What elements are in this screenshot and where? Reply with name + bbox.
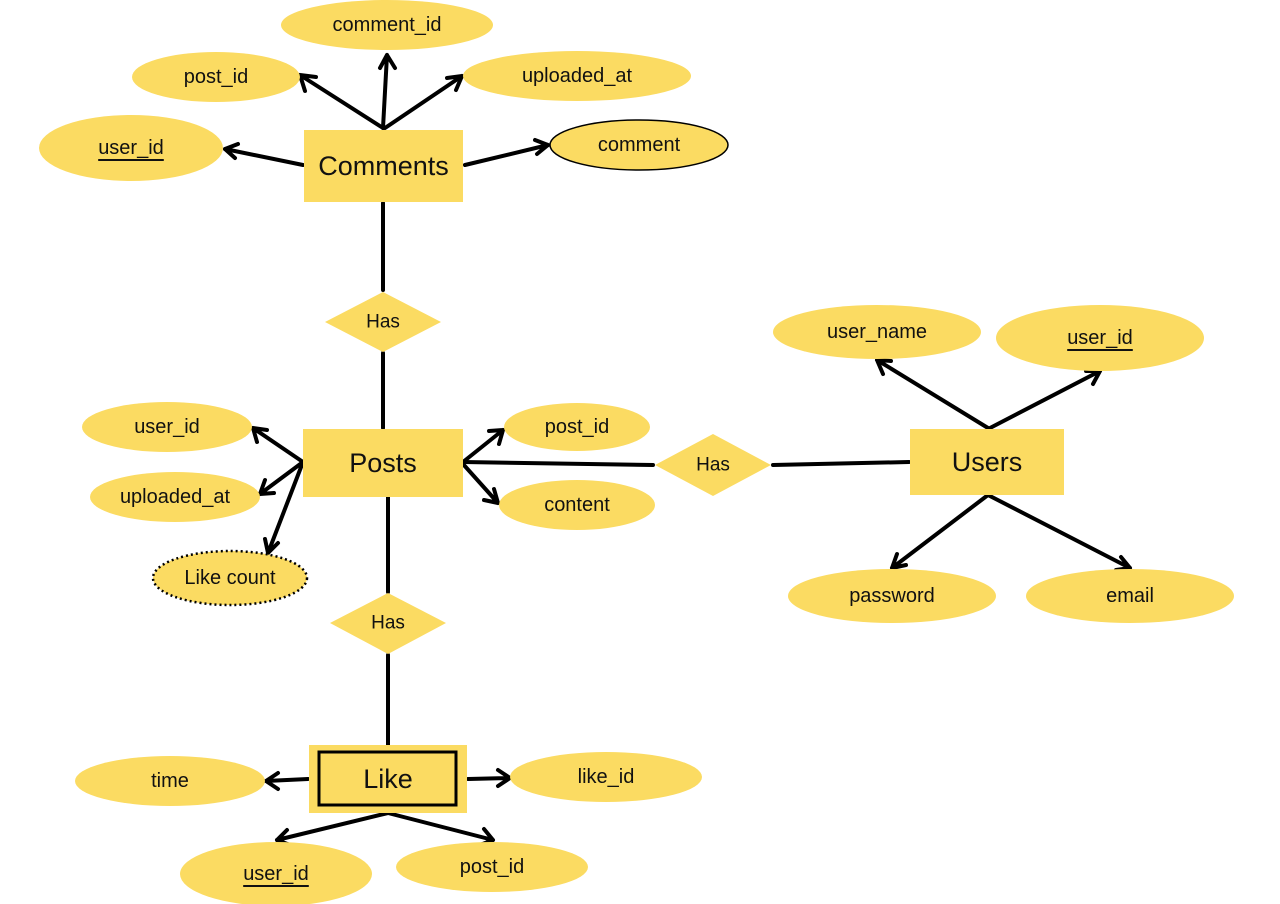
arrow-comments-uploaded-at [383,74,464,130]
relationship-comments-posts-label: Has [366,312,400,333]
attribute-like-like-id-label: like_id [578,766,635,788]
attribute-posts-content-label: content [544,494,610,516]
relationship-posts-users-diamond [655,434,771,496]
attribute-comments-comment-id: comment_id [281,0,493,50]
attribute-like-post-id-ellipse [396,842,588,892]
relationship-posts-like: Has [330,593,446,654]
attribute-posts-user-id-ellipse [82,402,252,452]
arrow-like-user-id [275,811,390,847]
attribute-comments-comment-label: comment [598,134,681,156]
arrow-comments-comment-id [378,53,397,130]
attribute-comments-comment-id-ellipse [281,0,493,50]
attribute-posts-like-count-label: Like count [184,567,276,589]
attribute-like-user-id-ellipse [180,842,372,904]
attribute-users-password: password [788,569,996,623]
entity-like-label: Like [363,764,413,794]
attribute-like-time-label: time [151,770,189,792]
attribute-comments-post-id-label: post_id [184,66,249,88]
attribute-like-user-id: user_id [180,842,372,904]
attribute-like-post-id: post_id [396,842,588,892]
relationship-posts-like-label: Has [371,613,405,634]
attribute-comments-post-id-ellipse [132,52,300,102]
attribute-users-user-name: user_name [773,305,981,359]
entity-posts-label: Posts [349,448,417,478]
arrow-posts-content [461,462,500,505]
arrow-like-time [264,771,310,791]
attribute-comments-uploaded-at-label: uploaded_at [522,65,633,87]
arrow-posts-uploaded-at [258,460,305,496]
attribute-posts-like-count-ellipse [151,549,309,607]
arrow-users-password [890,493,990,570]
arrow-users-email [986,493,1132,572]
attribute-comments-user-id: user_id [39,115,223,181]
relationship-posts-users: Has [655,434,771,496]
relationship-posts-like-diamond [330,593,446,654]
attribute-users-user-id: user_id [996,305,1204,371]
arrow-posts-post-id [461,428,505,464]
attribute-comments-comment-id-label: comment_id [333,14,442,36]
attribute-users-user-name-ellipse [773,305,981,359]
entity-users-label: Users [952,447,1023,477]
arrow-users-user-name [875,358,990,430]
attribute-comments-uploaded-at: uploaded_at [463,51,691,101]
relationship-posts-users-label: Has [696,455,730,476]
relationship-comments-posts: Has [325,292,441,352]
entity-posts: Posts [303,429,463,497]
attribute-like-time-ellipse [75,756,265,806]
entity-comments-box [304,130,463,202]
attribute-like-user-id-label: user_id [243,863,309,885]
attribute-posts-uploaded-at-ellipse [90,472,260,522]
arrow-posts-like-count [263,460,305,555]
attribute-posts-post-id-ellipse [504,403,650,451]
attribute-like-post-id-label: post_id [460,856,525,878]
entity-users: Users [910,429,1064,495]
entity-comments: Comments [304,130,463,202]
entity-comments-label: Comments [318,151,449,181]
entity-users-box [910,429,1064,495]
arrow-like-like-id [466,768,512,788]
attribute-users-user-id-ellipse [996,305,1204,371]
attribute-posts-user-id: user_id [82,402,252,452]
attribute-posts-uploaded-at: uploaded_at [90,472,260,522]
attribute-posts-like-count: Like count [151,549,309,607]
arrow-posts-user-id [251,426,305,464]
arrow-comments-user-id [223,142,305,167]
attribute-users-email: email [1026,569,1234,623]
attribute-comments-uploaded-at-ellipse [463,51,691,101]
entity-like: Like [309,745,467,813]
attribute-posts-post-id-label: post_id [545,416,610,438]
attribute-posts-content-ellipse [499,480,655,530]
line-posts-has [461,460,655,467]
attribute-comments-comment: comment [549,119,729,171]
attribute-posts-uploaded-at-label: uploaded_at [120,486,231,508]
attribute-users-email-ellipse [1026,569,1234,623]
entity-posts-box [303,429,463,497]
attribute-like-time: time [75,756,265,806]
attribute-users-email-label: email [1106,585,1154,607]
line-has-users [771,460,911,467]
attribute-users-password-label: password [849,585,935,607]
attribute-comments-comment-ellipse [549,119,729,171]
attribute-users-user-id-label: user_id [1067,327,1133,349]
connectors [223,53,1132,847]
arrow-comments-post-id [298,73,385,130]
attribute-comments-user-id-ellipse [39,115,223,181]
attribute-users-user-name-label: user_name [827,321,927,343]
attribute-like-like-id: like_id [510,752,702,802]
attribute-posts-content: content [499,480,655,530]
arrow-users-user-id [988,369,1102,430]
attribute-posts-user-id-label: user_id [134,416,200,438]
entity-like-inner-border [317,750,458,807]
attribute-like-like-id-ellipse [510,752,702,802]
attribute-comments-user-id-label: user_id [98,137,164,159]
relationship-comments-posts-diamond [325,292,441,352]
entity-like-box [309,745,467,813]
attribute-users-password-ellipse [788,569,996,623]
arrow-comments-comment [463,138,550,167]
attribute-comments-post-id: post_id [132,52,300,102]
arrow-like-post-id [386,811,495,847]
attribute-posts-post-id: post_id [504,403,650,451]
